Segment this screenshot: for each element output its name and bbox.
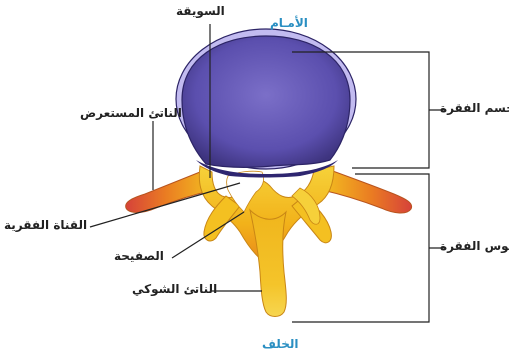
label-lamina: الصفيحة xyxy=(114,249,164,263)
label-anterior: الأمـام xyxy=(270,16,308,30)
label-pedicle: السويقة xyxy=(176,4,225,18)
vertebral-body xyxy=(182,36,350,167)
label-posterior: الخلف xyxy=(262,337,298,351)
label-transverse-process: الناتئ المستعرض xyxy=(80,106,182,120)
transverse-process-right xyxy=(322,170,412,213)
spinous-process xyxy=(250,210,286,317)
label-vertebral-arch: قوس الفقرة xyxy=(440,239,509,253)
label-vertebral-canal: القناة الفقرية xyxy=(4,218,87,232)
label-vertebral-body: جسم الفقرة xyxy=(440,101,509,115)
label-spinous-process: الناتئ الشوكي xyxy=(132,282,217,296)
